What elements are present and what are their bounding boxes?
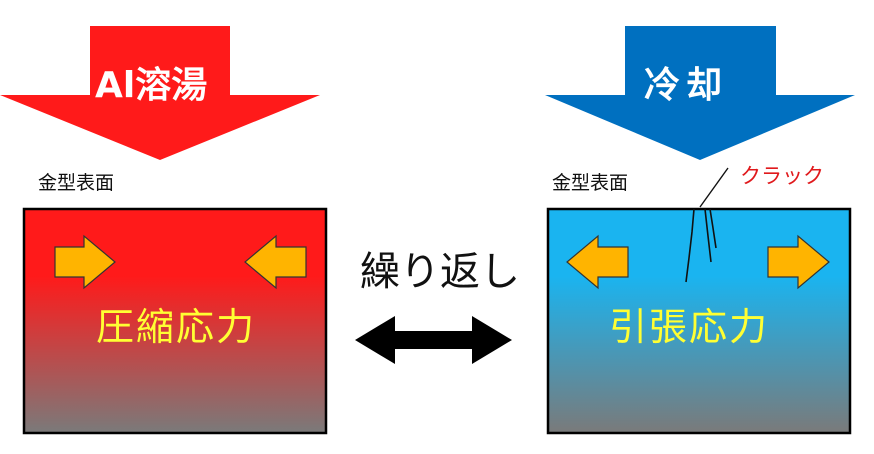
cooling-label: 冷却 xyxy=(644,65,729,106)
left-compression-arrow-right xyxy=(54,234,116,290)
cooling-arrow xyxy=(545,26,855,160)
left-compression-arrow-left xyxy=(244,234,307,290)
right-tension-arrow-left xyxy=(566,234,629,290)
right-tension-arrow-right xyxy=(767,234,830,290)
tensile-stress-label: 引張応力 xyxy=(609,305,770,349)
crack-label: クラック xyxy=(740,164,824,188)
repeat-label: 繰り返し xyxy=(360,249,520,295)
repeat-double-arrow xyxy=(355,316,512,364)
crack-leader-line xyxy=(699,167,729,208)
right-mold-surface-label: 金型表面 xyxy=(552,172,629,194)
compressive-stress-label: 圧縮応力 xyxy=(96,305,257,349)
molten-aluminum-arrow xyxy=(0,26,320,160)
left-mold-surface-label: 金型表面 xyxy=(38,172,115,194)
crack-lines xyxy=(685,208,717,283)
molten-aluminum-label: Al溶湯 xyxy=(95,65,208,106)
